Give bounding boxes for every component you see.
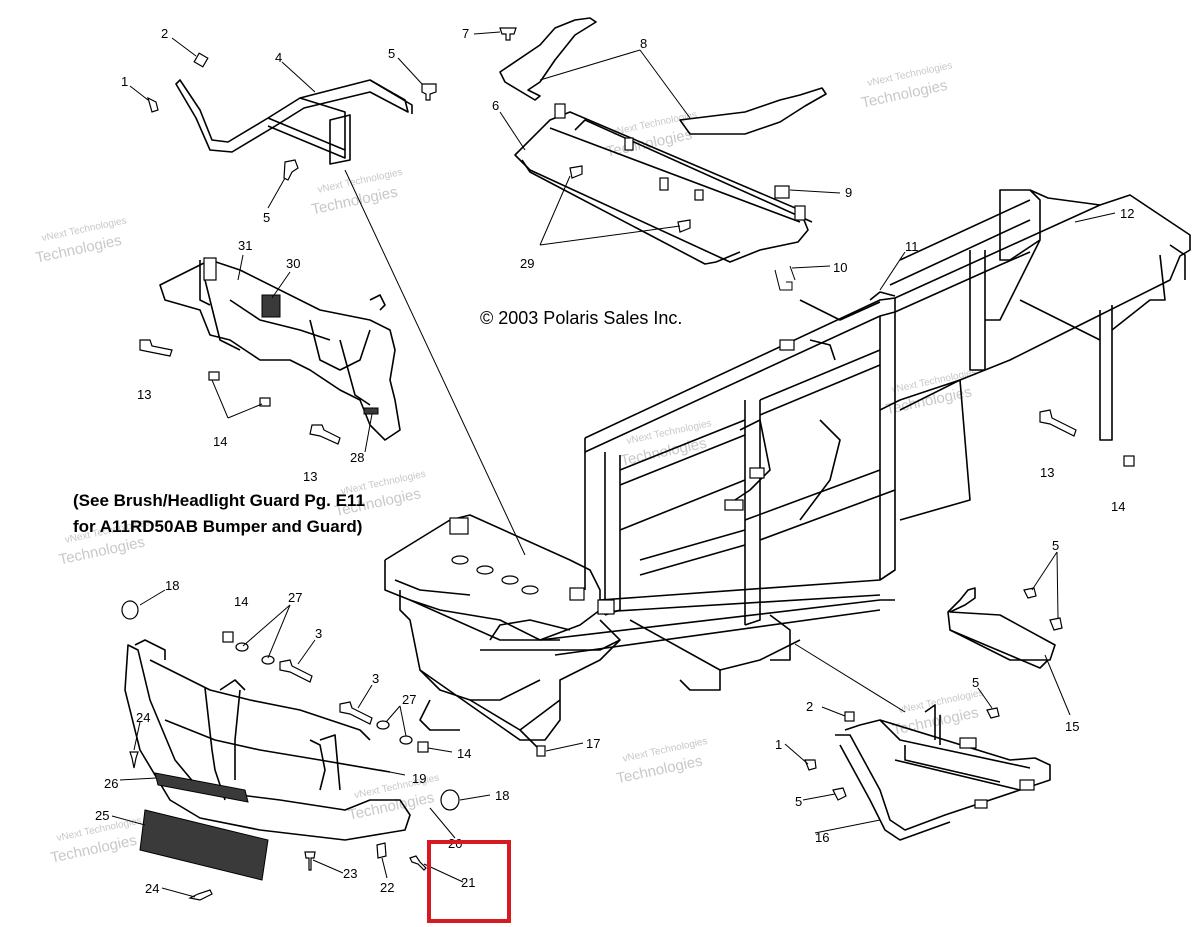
callout-26: 26 [104,776,118,791]
copyright-text: © 2003 Polaris Sales Inc. [480,308,682,328]
callout-17: 17 [586,736,600,751]
callout-28: 28 [350,450,364,465]
callout-2: 2 [161,26,168,41]
callout-5: 5 [972,675,979,690]
part-4-rear-support [175,79,413,165]
note-line-1: (See Brush/Headlight Guard Pg. E11 [73,491,365,510]
callout-18: 18 [165,578,179,593]
part-16-rear-step [835,704,1051,841]
part-26-grille [154,772,249,803]
callouts: 1 2 4 5 5 7 8 6 9 29 10 12 11 31 30 13 1… [95,26,1134,896]
part-8-plate [499,17,827,135]
front-bumper-frame [384,514,621,751]
fasteners [121,27,1135,901]
callout-3: 3 [372,671,379,686]
part-15-bracket [947,587,1056,669]
callout-12: 12 [1120,206,1134,221]
callout-18: 18 [495,788,509,803]
callout-24: 24 [145,881,159,896]
callout-14: 14 [213,434,227,449]
callout-27: 27 [402,692,416,707]
callout-13: 13 [1040,465,1054,480]
callout-5: 5 [388,46,395,61]
callout-10: 10 [833,260,847,275]
callout-2: 2 [806,699,813,714]
callout-6: 6 [492,98,499,113]
callout-5: 5 [795,794,802,809]
callout-5: 5 [1052,538,1059,553]
callout-8: 8 [640,36,647,51]
callout-9: 9 [845,185,852,200]
callout-19: 19 [412,771,426,786]
part-6-rear-rack [514,103,813,265]
callout-3: 3 [315,626,322,641]
callout-25: 25 [95,808,109,823]
callout-11: 11 [905,239,919,254]
callout-31: 31 [238,238,252,253]
callout-14: 14 [457,746,471,761]
leader-lines [111,31,1116,898]
callout-1: 1 [775,737,782,752]
callout-16: 16 [815,830,829,845]
callout-21: 21 [461,875,475,890]
callout-7: 7 [462,26,469,41]
callout-23: 23 [343,866,357,881]
callout-29: 29 [520,256,534,271]
callout-14: 14 [234,594,248,609]
callout-14: 14 [1111,499,1125,514]
callout-22: 22 [380,880,394,895]
callout-24: 24 [136,710,150,725]
callout-15: 15 [1065,719,1079,734]
callout-4: 4 [275,50,282,65]
callout-13: 13 [303,469,317,484]
callout-5: 5 [263,210,270,225]
part-31-front-subframe [159,257,401,441]
callout-1: 1 [121,74,128,89]
callout-30: 30 [286,256,300,271]
note-line-2: for A11RD50AB Bumper and Guard) [73,517,362,536]
highlight-box-part-21 [427,840,511,923]
part-25-mesh-panel [139,809,269,881]
callout-27: 27 [288,590,302,605]
callout-13: 13 [137,387,151,402]
main-frame [539,189,1191,691]
